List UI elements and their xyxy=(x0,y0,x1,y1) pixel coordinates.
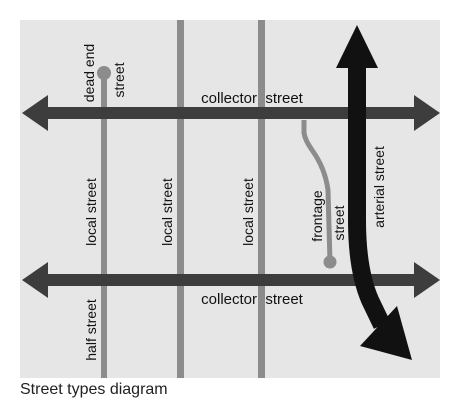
collector-street-top-label: collector street xyxy=(201,90,304,107)
frontage-street-label-line1: frontage xyxy=(309,190,325,242)
frontage-street-line xyxy=(301,120,333,263)
diagram-caption: Street types diagram xyxy=(20,381,168,398)
local-street-label-2: local street xyxy=(159,178,175,246)
arterial-street xyxy=(336,25,412,360)
arterial-arrowhead-bottom xyxy=(360,306,412,360)
collector-street-bottom-label: collector street xyxy=(201,291,304,308)
local-street-line-3 xyxy=(258,20,265,378)
arterial-arrowhead-top xyxy=(336,25,378,68)
dead-end-cul-de-sac xyxy=(97,66,111,80)
half-street-label: half street xyxy=(83,299,99,361)
arterial-street-label: arterial street xyxy=(371,146,387,228)
local-street-label-1: local street xyxy=(83,178,99,246)
local-street-line-2 xyxy=(177,20,184,378)
collector-street-top xyxy=(22,95,440,131)
local-street-line-1 xyxy=(101,72,107,378)
frontage-street-label-line2: street xyxy=(331,205,347,240)
frontage-street-end xyxy=(323,255,337,269)
collector-street-bottom xyxy=(22,262,440,298)
local-street-label-3: local street xyxy=(240,178,256,246)
dead-end-street-label-line2: street xyxy=(111,62,127,97)
dead-end-street-label-line1: dead end xyxy=(81,44,97,102)
